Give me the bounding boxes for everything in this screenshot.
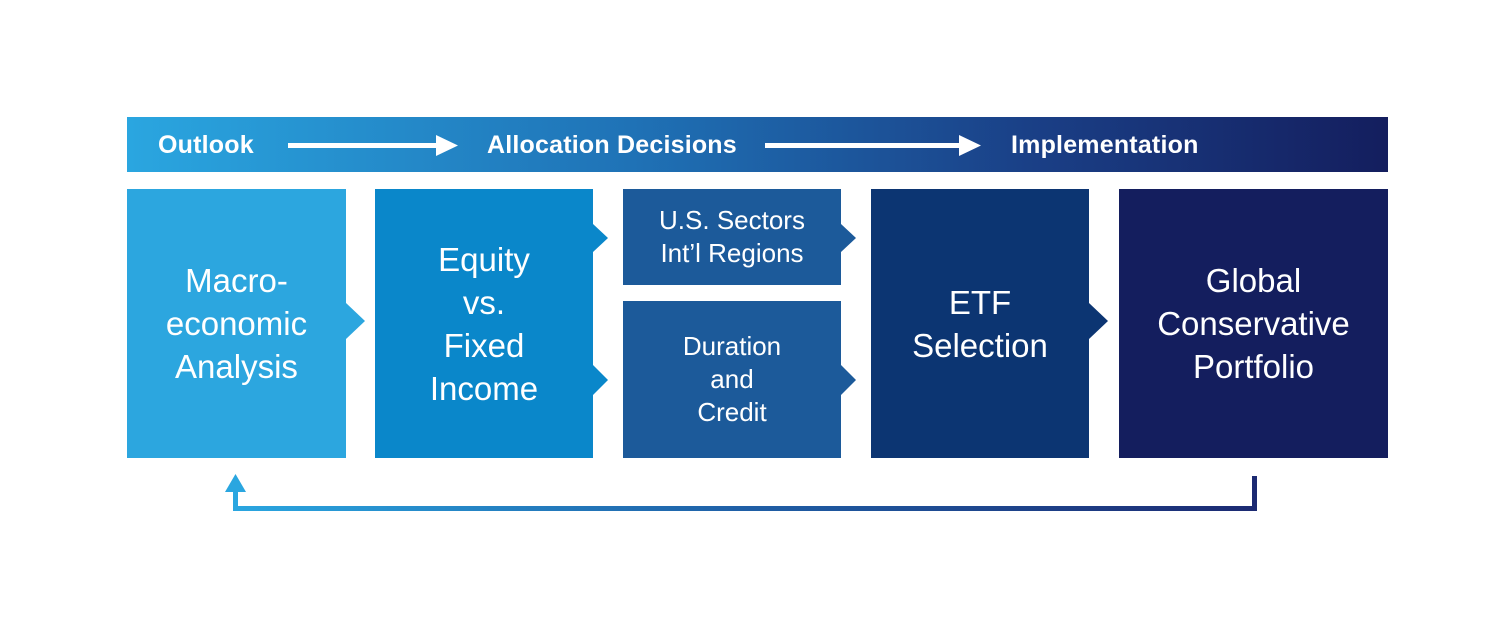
chevron-right-icon <box>841 224 856 252</box>
feedback-loop-arrow <box>225 474 1257 511</box>
etf-selection-label: ETF Selection <box>912 283 1048 364</box>
chevron-right-icon <box>346 303 365 339</box>
stage-allocation-decisions-label: Allocation Decisions <box>487 131 737 159</box>
stage-outlook-label: Outlook <box>158 131 254 159</box>
chevron-right-icon <box>841 365 856 395</box>
process-header-bar <box>127 117 1388 172</box>
duration-credit-box: Duration and Credit <box>623 301 841 458</box>
chevron-right-icon <box>1089 303 1108 339</box>
stage-implementation-label: Implementation <box>1011 131 1199 159</box>
equity-vs-fixed-income-box: Equity vs. Fixed Income <box>375 189 593 458</box>
macroeconomic-analysis-box: Macro- economic Analysis <box>127 189 346 458</box>
arrow-up-icon <box>225 474 246 492</box>
etf-selection-box: ETF Selection <box>871 189 1089 458</box>
chevron-right-icon <box>593 365 608 395</box>
chevron-right-icon <box>593 224 608 252</box>
equity-vs-fixed-income-label: Equity vs. Fixed Income <box>429 240 539 407</box>
duration-credit-label: Duration and Credit <box>682 331 782 427</box>
macroeconomic-analysis-label: Macro- economic Analysis <box>165 262 308 385</box>
global-conservative-portfolio-label: Global Conservative Portfolio <box>1157 262 1350 385</box>
sectors-regions-box: U.S. Sectors Int’l Regions <box>623 189 841 285</box>
global-conservative-portfolio-box: Global Conservative Portfolio <box>1119 189 1388 458</box>
sectors-regions-label: U.S. Sectors Int’l Regions <box>659 205 805 268</box>
